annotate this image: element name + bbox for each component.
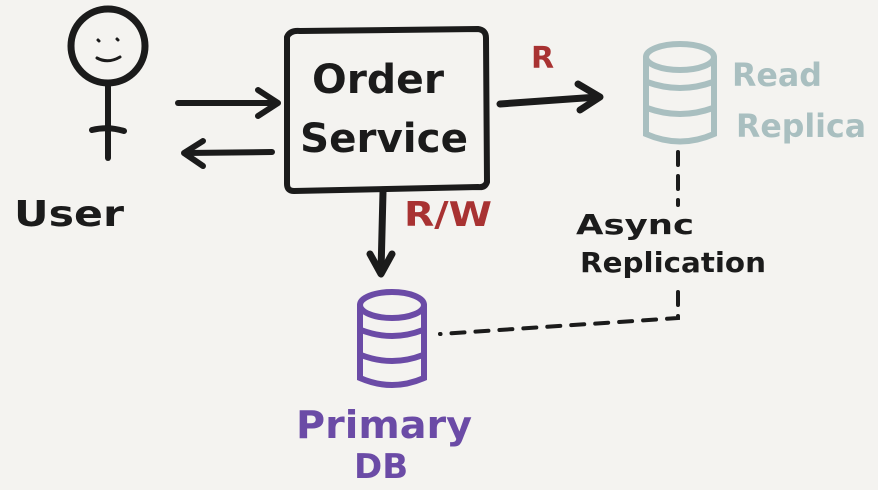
- response-arrow: [181, 138, 275, 169]
- read-arrow: [496, 80, 604, 114]
- async-replication-label-line2: Replication: [580, 246, 766, 279]
- read-edge-label: R: [531, 41, 554, 76]
- read-replica-label-line2: Replica: [736, 107, 866, 145]
- read-write-edge-label: R/W: [404, 195, 492, 235]
- primary-db-label-line1: Primary: [296, 403, 472, 447]
- user-figure: [67, 5, 149, 161]
- read-replica-label-line1: Read: [732, 56, 822, 94]
- request-arrow: [175, 87, 281, 119]
- order-service-label-line1: Order: [312, 57, 444, 103]
- user-face: [95, 37, 122, 63]
- order-service-box: [284, 26, 490, 194]
- primary-db-label-line2: DB: [354, 447, 408, 487]
- read-replica-db-icon: [643, 41, 717, 145]
- read-write-arrow: [366, 188, 396, 278]
- async-replication-label-line1: Async: [576, 208, 694, 241]
- order-service-label-line2: Service: [300, 116, 468, 162]
- user-arms: [89, 125, 127, 134]
- user-head: [67, 5, 149, 87]
- user-label: User: [14, 194, 124, 235]
- async-replication-link: [438, 150, 680, 336]
- primary-db-icon: [357, 289, 427, 388]
